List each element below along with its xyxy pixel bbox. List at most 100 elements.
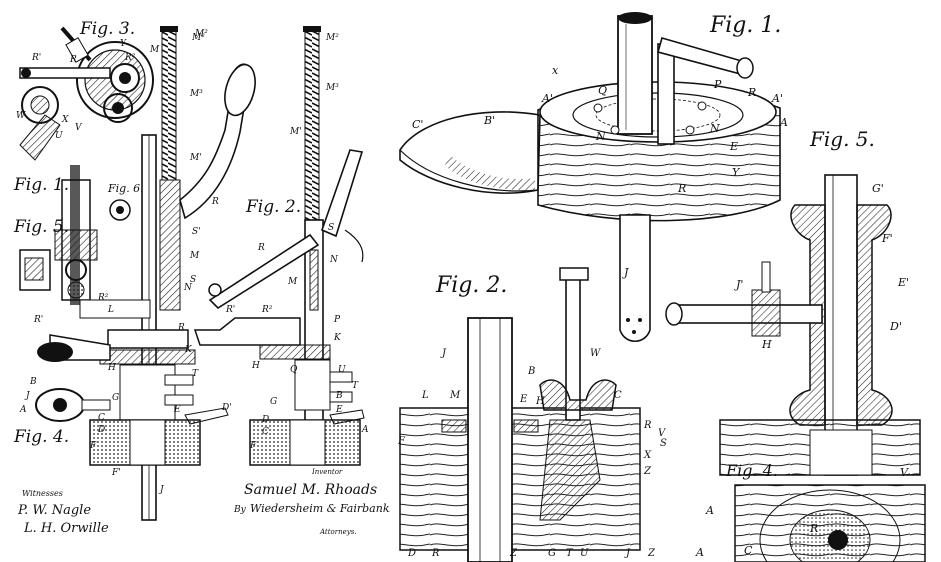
label: R xyxy=(677,182,686,195)
inventor-label: Inventor xyxy=(311,468,343,476)
label: D xyxy=(407,548,416,559)
label: Z xyxy=(509,548,518,559)
label: B xyxy=(335,391,343,401)
label: M' xyxy=(289,127,302,137)
left-fig5-title: Fig. 5. xyxy=(13,217,69,237)
label: R² xyxy=(261,305,273,315)
label: F' xyxy=(111,468,121,478)
label: A xyxy=(361,425,369,435)
left-fig1-labels: M² M³ M' R S' M S R K H T G E D' C D F F… xyxy=(19,33,232,495)
by-label: By xyxy=(233,505,247,515)
label: R² xyxy=(97,293,109,303)
label: P xyxy=(333,315,341,325)
label: Z xyxy=(643,466,652,477)
label: Y xyxy=(120,39,127,49)
left-fig2-title: Fig. 2. xyxy=(245,197,301,217)
label: N xyxy=(595,130,606,143)
label: S xyxy=(328,223,334,233)
left-fig4-title: Fig. 4. xyxy=(13,427,69,447)
fig1-main-drawing xyxy=(37,26,256,521)
label: G xyxy=(112,393,119,403)
label: F xyxy=(89,441,97,451)
label: M³ xyxy=(325,83,339,93)
label: G' xyxy=(872,182,884,195)
label: J xyxy=(158,485,165,495)
label: R xyxy=(177,323,185,333)
label: E' xyxy=(897,276,909,289)
label: V xyxy=(75,123,83,133)
label: C' xyxy=(412,118,423,131)
right-fig2-labels: J W B C L M E H R V S X Z F D R Z G T U xyxy=(397,348,667,559)
left-fig1-title: Fig. 1. xyxy=(13,175,69,195)
label: L xyxy=(421,390,429,401)
label: V xyxy=(900,466,909,479)
label: Z xyxy=(647,548,656,559)
label: N xyxy=(709,122,720,135)
label: J xyxy=(440,348,447,359)
label: T xyxy=(566,548,574,559)
label: D xyxy=(97,425,105,435)
label: X xyxy=(61,115,69,125)
label: Y xyxy=(732,166,741,179)
right-fig1-drawing xyxy=(399,12,781,343)
label: D xyxy=(261,415,269,425)
label: G xyxy=(270,397,277,407)
witness-one-signature: P. W. Nagle xyxy=(17,503,91,518)
label: J xyxy=(624,548,631,559)
label: L xyxy=(107,305,114,315)
label: N xyxy=(183,283,193,293)
label: M² xyxy=(325,33,339,43)
fig4-drawing xyxy=(35,388,111,422)
label: X xyxy=(643,450,652,461)
label: B xyxy=(527,366,535,377)
label: C xyxy=(614,390,622,401)
label: M xyxy=(149,45,160,55)
right-fig5-labels: G' F' E' D' J' H xyxy=(734,182,909,351)
left-patent-sheet: Fig. 3. Fig. 1. Fig. 6. Fig. 5. Fig. 2. … xyxy=(0,0,390,562)
label: A' xyxy=(771,92,783,105)
left-fig3-labels: R' R Y R² M M² W V U X xyxy=(16,29,208,141)
right-fig4-labels: V A R C A xyxy=(695,466,909,559)
label: W xyxy=(590,348,601,359)
label: E xyxy=(335,405,343,415)
label: A xyxy=(19,405,27,415)
label: R' xyxy=(225,305,235,315)
attorney-signature: Wiedersheim & Fairbanks xyxy=(250,502,390,515)
label: R xyxy=(643,420,652,431)
label: K xyxy=(333,333,342,343)
label: A' xyxy=(541,92,553,105)
right-fig2-title: Fig. 2. xyxy=(435,273,507,298)
right-fig4-drawing xyxy=(734,484,926,562)
label: F' xyxy=(881,232,893,245)
label: M² xyxy=(191,33,205,43)
label: A xyxy=(779,116,788,129)
label: J' xyxy=(734,278,743,291)
witness-two-signature: L. H. Orwille xyxy=(23,521,109,536)
label: R xyxy=(257,243,265,253)
label: N xyxy=(329,255,339,265)
label: G xyxy=(548,548,556,559)
label: H xyxy=(535,396,545,407)
label: E xyxy=(173,405,181,415)
label: S xyxy=(660,438,667,449)
label: B' xyxy=(483,114,495,127)
fig2-drawing xyxy=(193,26,365,466)
label: B xyxy=(29,377,37,387)
label: U xyxy=(580,548,589,559)
right-sheet-drawing: Fig. 1. Fig. 5. Fig. 2. Fig. 4. x A' Q P… xyxy=(397,12,926,562)
label: C xyxy=(262,427,269,437)
left-fig3-title: Fig. 3. xyxy=(79,19,135,39)
label: H xyxy=(761,338,772,351)
label: R' xyxy=(31,53,41,63)
left-fig6-title: Fig. 6. xyxy=(107,182,144,195)
label: S' xyxy=(192,227,201,237)
label: M xyxy=(287,277,298,287)
label: R' xyxy=(33,315,43,325)
label: F xyxy=(249,441,257,451)
label: S xyxy=(190,275,196,285)
label: M xyxy=(189,251,200,261)
label: Q xyxy=(598,84,607,97)
label: P xyxy=(713,78,722,91)
label: V xyxy=(658,428,667,439)
label: D' xyxy=(889,320,902,333)
